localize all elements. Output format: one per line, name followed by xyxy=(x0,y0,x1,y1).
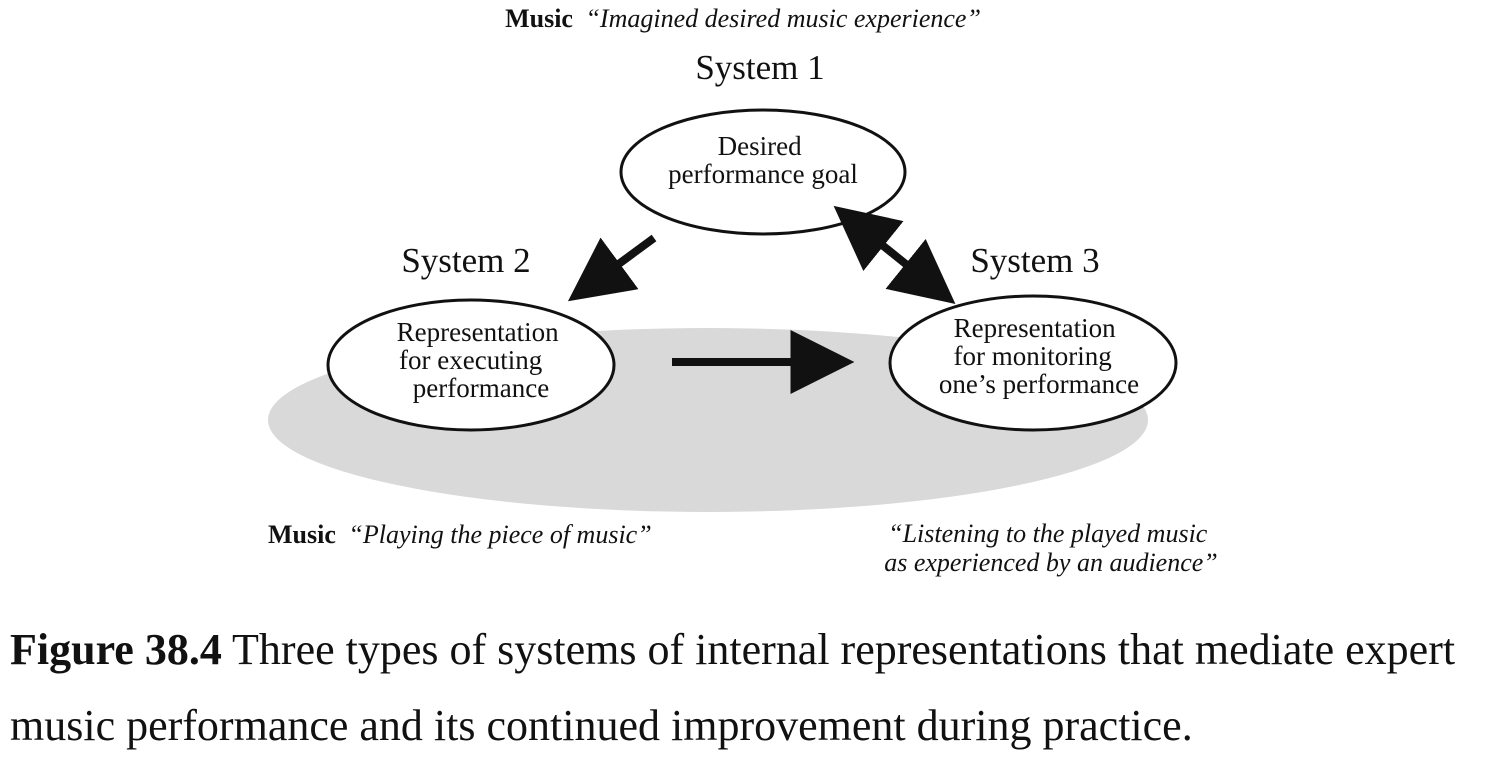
arrow-system1-to-system2 xyxy=(567,234,657,302)
bottom-right-label: “Listening to the played music as experi… xyxy=(884,519,1218,577)
figure-caption: Figure 38.4 Three types of systems of in… xyxy=(10,612,1495,764)
system-3-node xyxy=(888,294,1178,432)
system-1-title: System 1 xyxy=(695,48,824,87)
figure-number: Figure 38.4 xyxy=(10,625,222,674)
diagram-canvas: Music “Imagined desired music experience… xyxy=(268,4,1218,577)
system-1-node xyxy=(619,108,907,236)
top-label: Music “Imagined desired music experience… xyxy=(505,4,981,33)
system-1-label: Desired performance goal xyxy=(668,131,858,189)
figure-caption-text: Three types of systems of internal repre… xyxy=(10,625,1456,750)
bottom-left-label: Music “Playing the piece of music” xyxy=(268,520,652,549)
system-2-node xyxy=(326,298,616,432)
arrow-system1-system3-bidirectional xyxy=(833,205,956,305)
system-2-label: Representation for executing performance xyxy=(397,317,566,403)
system-2-title: System 2 xyxy=(401,241,530,280)
system-3-title: System 3 xyxy=(970,241,1099,280)
system-3-label: Representation for monitoring one’s perf… xyxy=(939,313,1139,399)
